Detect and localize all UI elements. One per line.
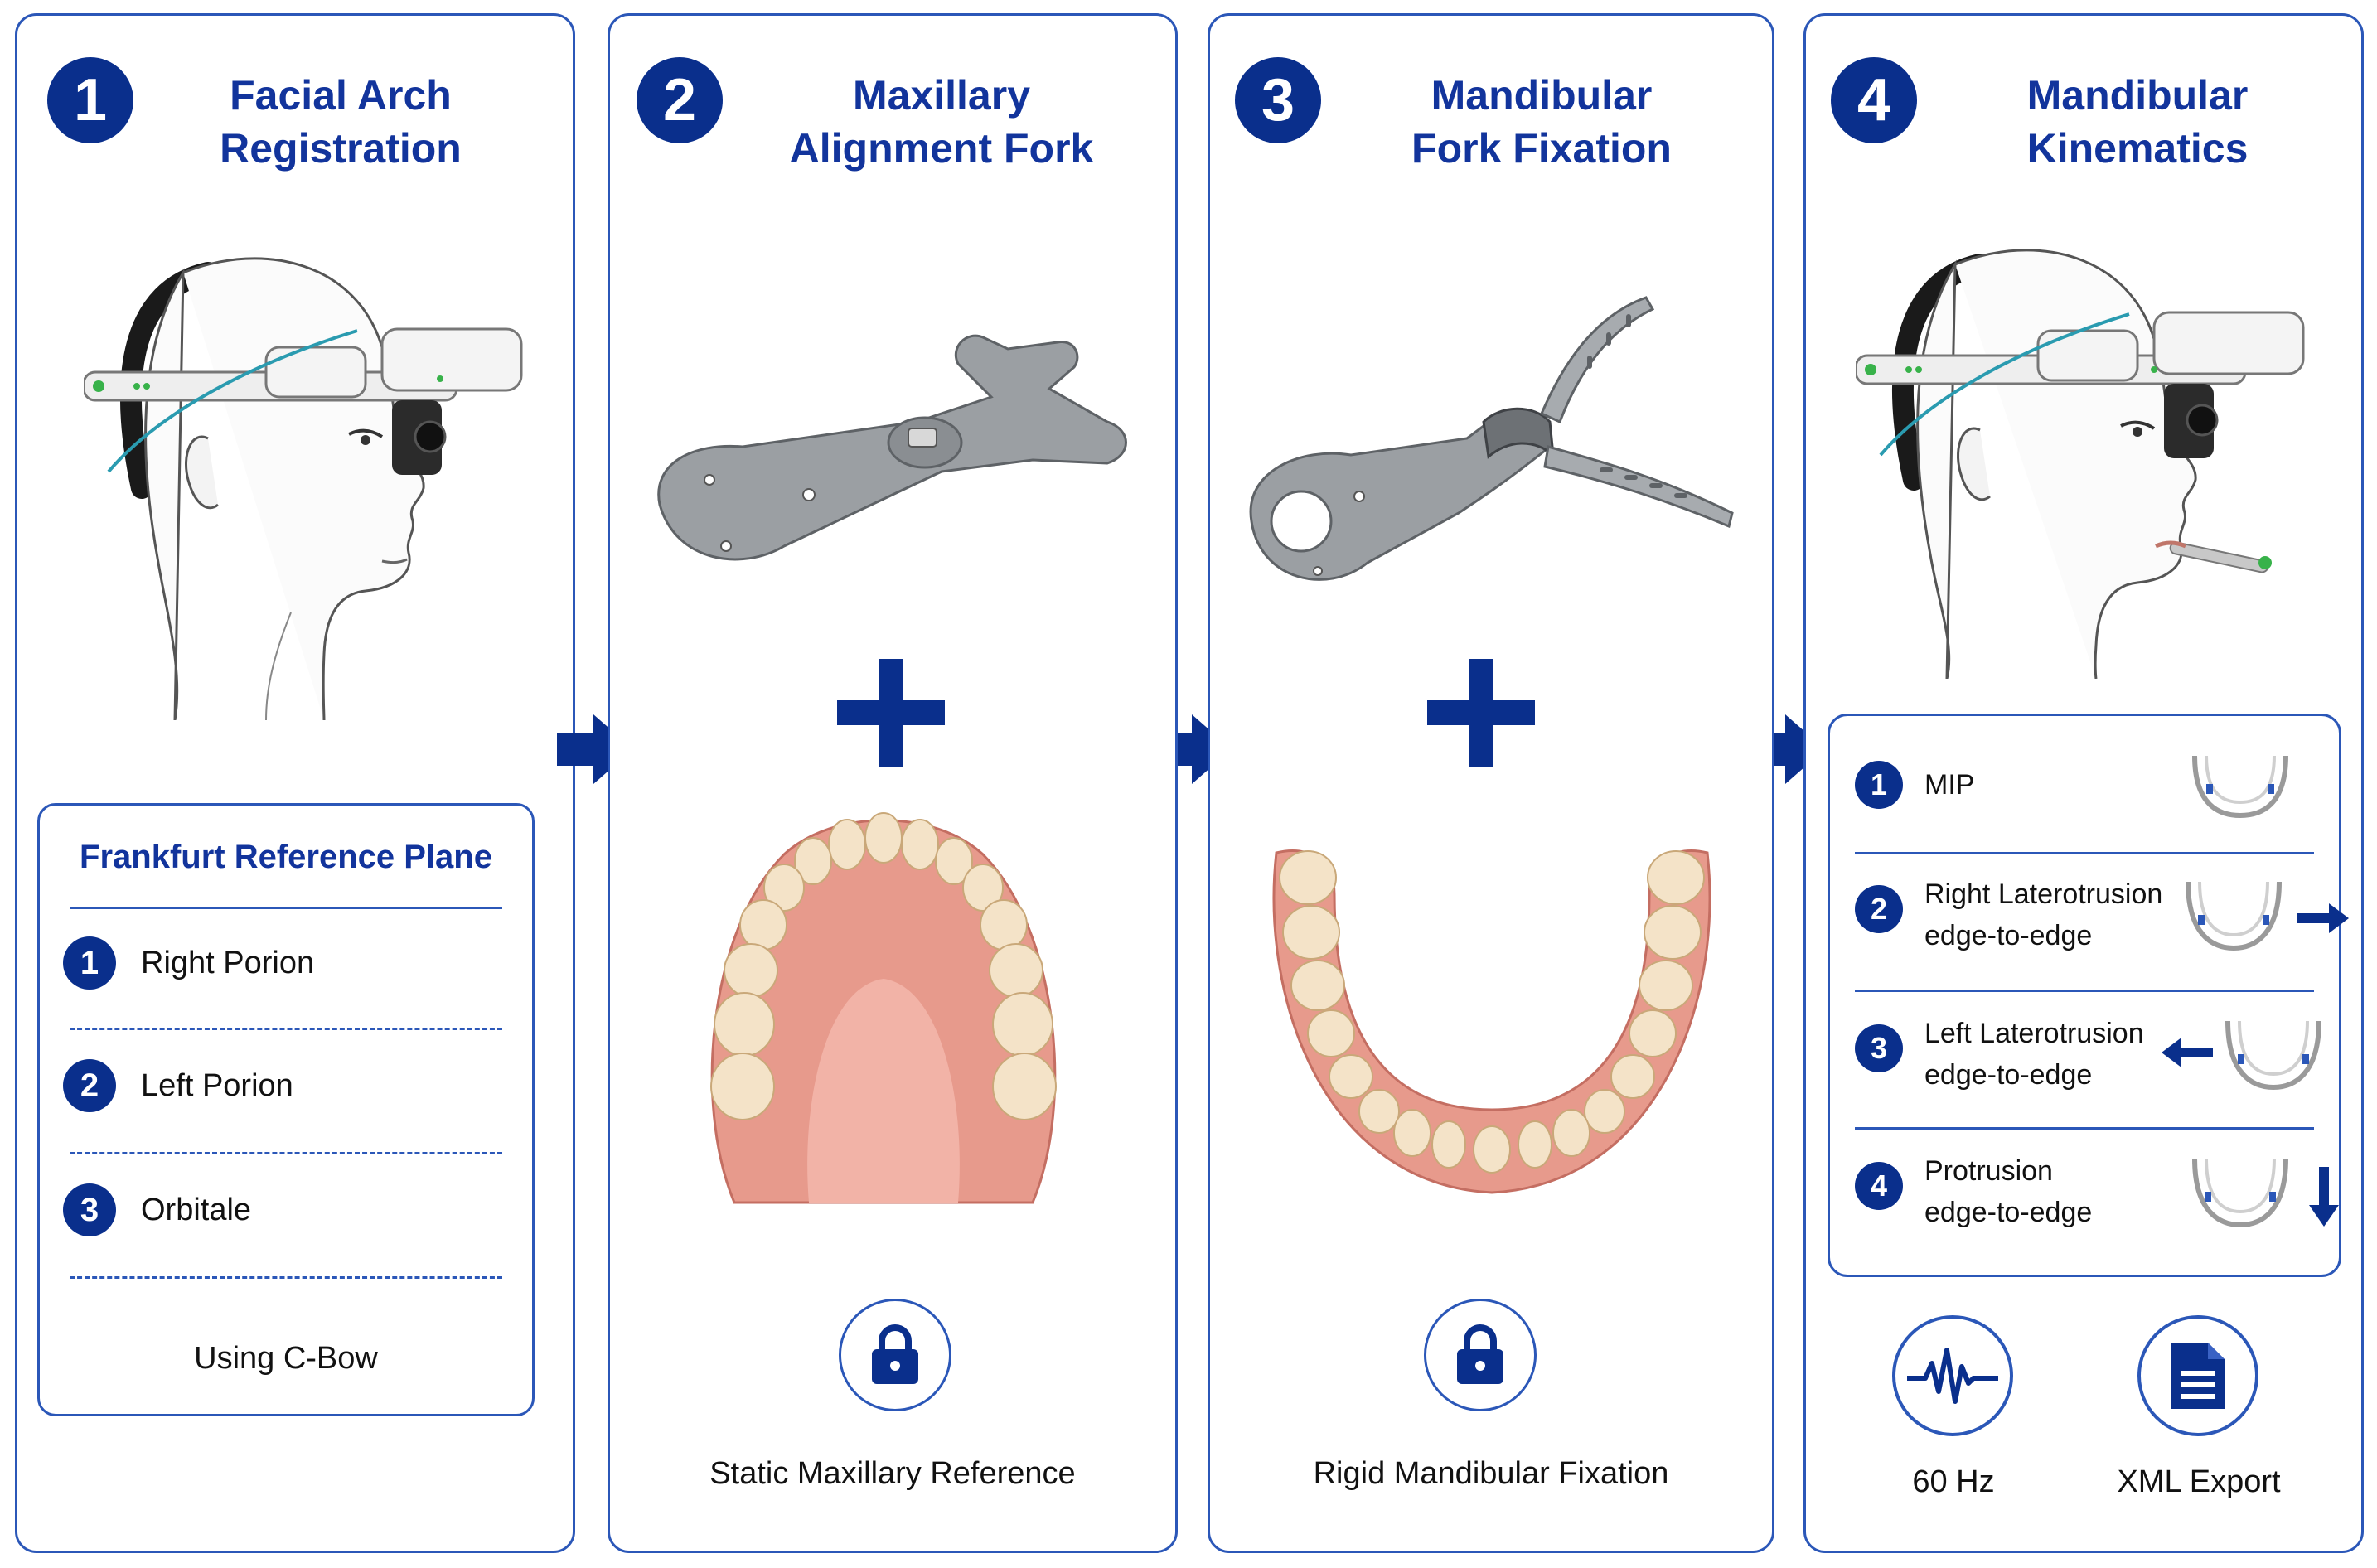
arrow-left-icon	[2162, 1038, 2213, 1067]
point-label: Orbitale	[141, 1192, 252, 1227]
reference-point: 1 Right Porion	[63, 936, 314, 990]
step-title-line: Kinematics	[2026, 125, 2249, 172]
step-title: Mandibular Kinematics	[1939, 69, 2336, 175]
movement-label: Right Laterotrusion edge-to-edge	[1924, 874, 2162, 956]
lock-icon	[1424, 1299, 1537, 1411]
point-number-badge: 2	[63, 1059, 116, 1112]
movement-label-line: edge-to-edge	[1924, 920, 2093, 951]
divider	[70, 907, 502, 909]
feature-label: XML Export	[2117, 1464, 2281, 1499]
jaw-protrusion-icon	[2192, 1158, 2288, 1228]
step-panel-maxillary-fork: 2 Maxillary Alignment Fork	[608, 13, 1178, 1553]
reference-point: 3 Orbitale	[63, 1183, 251, 1236]
document-icon	[2137, 1315, 2258, 1436]
divider	[1855, 852, 2314, 854]
movement-label: Protrusion edge-to-edge	[1924, 1150, 2092, 1233]
movement-number-badge: 2	[1855, 885, 1903, 933]
jaw-left-laterotrusion-icon	[2225, 1020, 2321, 1091]
kinematics-head-illustration	[1856, 249, 2305, 679]
feature-label: 60 Hz	[1912, 1464, 1995, 1499]
step-title-line: Mandibular	[2026, 72, 2249, 119]
step-number-badge: 3	[1235, 57, 1321, 143]
step-caption: Static Maxillary Reference	[709, 1456, 1076, 1491]
step-panel-facial-arch: 1 Facial Arch Registration Frankfurt Ref…	[15, 13, 575, 1553]
lower-dental-arch-illustration	[1272, 849, 1711, 1194]
point-number-badge: 1	[63, 936, 116, 990]
movement-label: MIP	[1924, 764, 1974, 806]
jaw-right-laterotrusion-icon	[2186, 881, 2282, 951]
point-label: Right Porion	[141, 945, 315, 980]
movement-row: 3 Left Laterotrusion edge-to-edge	[1855, 1013, 2322, 1112]
movement-label-line: edge-to-edge	[1924, 1059, 2093, 1091]
divider	[70, 1276, 502, 1279]
movement-label-line: edge-to-edge	[1924, 1197, 2093, 1228]
maxillary-fork-illustration	[657, 334, 1127, 561]
point-label: Left Porion	[141, 1067, 293, 1103]
flow-arrow-icon	[1749, 714, 1825, 784]
divider	[70, 1028, 502, 1030]
movement-label-line: Left Laterotrusion	[1924, 1018, 2144, 1049]
divider	[1855, 990, 2314, 992]
step-title-line: Mandibular	[1431, 72, 1653, 119]
plus-icon	[1427, 659, 1535, 767]
lock-icon	[839, 1299, 951, 1411]
movement-row: 4 Protrusion edge-to-edge	[1855, 1150, 2339, 1250]
flow-arrow-icon	[1155, 714, 1232, 784]
step-number-badge: 4	[1831, 57, 1917, 143]
step-title-line: Facial Arch	[230, 72, 452, 119]
reference-plane-box: Frankfurt Reference Plane 1 Right Porion…	[37, 803, 535, 1416]
movement-number-badge: 3	[1855, 1024, 1903, 1072]
step-title: Maxillary Alignment Fork	[743, 69, 1140, 175]
arrow-down-icon	[2309, 1167, 2339, 1227]
face-bow-head-illustration	[84, 257, 523, 720]
flow-arrow-icon	[557, 714, 633, 784]
step-number-badge: 1	[47, 57, 133, 143]
arrow-right-icon	[2297, 903, 2349, 933]
jaw-mip-icon	[2192, 755, 2288, 819]
step-number-badge: 2	[637, 57, 723, 143]
reference-note: Using C-Bow	[194, 1341, 378, 1376]
upper-dental-arch-illustration	[710, 812, 1057, 1204]
movement-label-line: Protrusion	[1924, 1155, 2053, 1187]
divider	[70, 1152, 502, 1154]
step-title: Mandibular Fork Fixation	[1343, 69, 1740, 175]
movement-list-box: 1 MIP 2 Right Laterotrusion edge-to-edge	[1828, 714, 2349, 1277]
movement-label-line: MIP	[1924, 769, 1975, 801]
point-number-badge: 3	[63, 1183, 116, 1236]
step-panel-mandibular-fork: 3 Mandibular Fork Fixation	[1208, 13, 1774, 1553]
reference-plane-title: Frankfurt Reference Plane	[80, 839, 492, 875]
step-caption: Rigid Mandibular Fixation	[1313, 1456, 1669, 1491]
plus-icon	[837, 659, 945, 767]
divider	[1855, 1127, 2314, 1130]
step-title-line: Registration	[220, 125, 462, 172]
movement-row: 2 Right Laterotrusion edge-to-edge	[1855, 874, 2349, 973]
movement-label-line: Right Laterotrusion	[1924, 878, 2163, 910]
waveform-icon	[1892, 1315, 2013, 1436]
step-title-line: Maxillary	[852, 72, 1030, 119]
movement-label: Left Laterotrusion edge-to-edge	[1924, 1013, 2144, 1096]
step-panel-mandibular-kinematics: 4 Mandibular Kinematics 1 MIP	[1803, 13, 2364, 1553]
step-title-line: Fork Fixation	[1411, 125, 1672, 172]
movement-number-badge: 1	[1855, 761, 1903, 809]
movement-row: 1 MIP	[1855, 753, 2322, 819]
mandibular-fork-illustration	[1249, 296, 1734, 581]
step-title-line: Alignment Fork	[789, 125, 1094, 172]
reference-point: 2 Left Porion	[63, 1059, 293, 1112]
movement-number-badge: 4	[1855, 1162, 1903, 1210]
step-title: Facial Arch Registration	[167, 69, 515, 175]
